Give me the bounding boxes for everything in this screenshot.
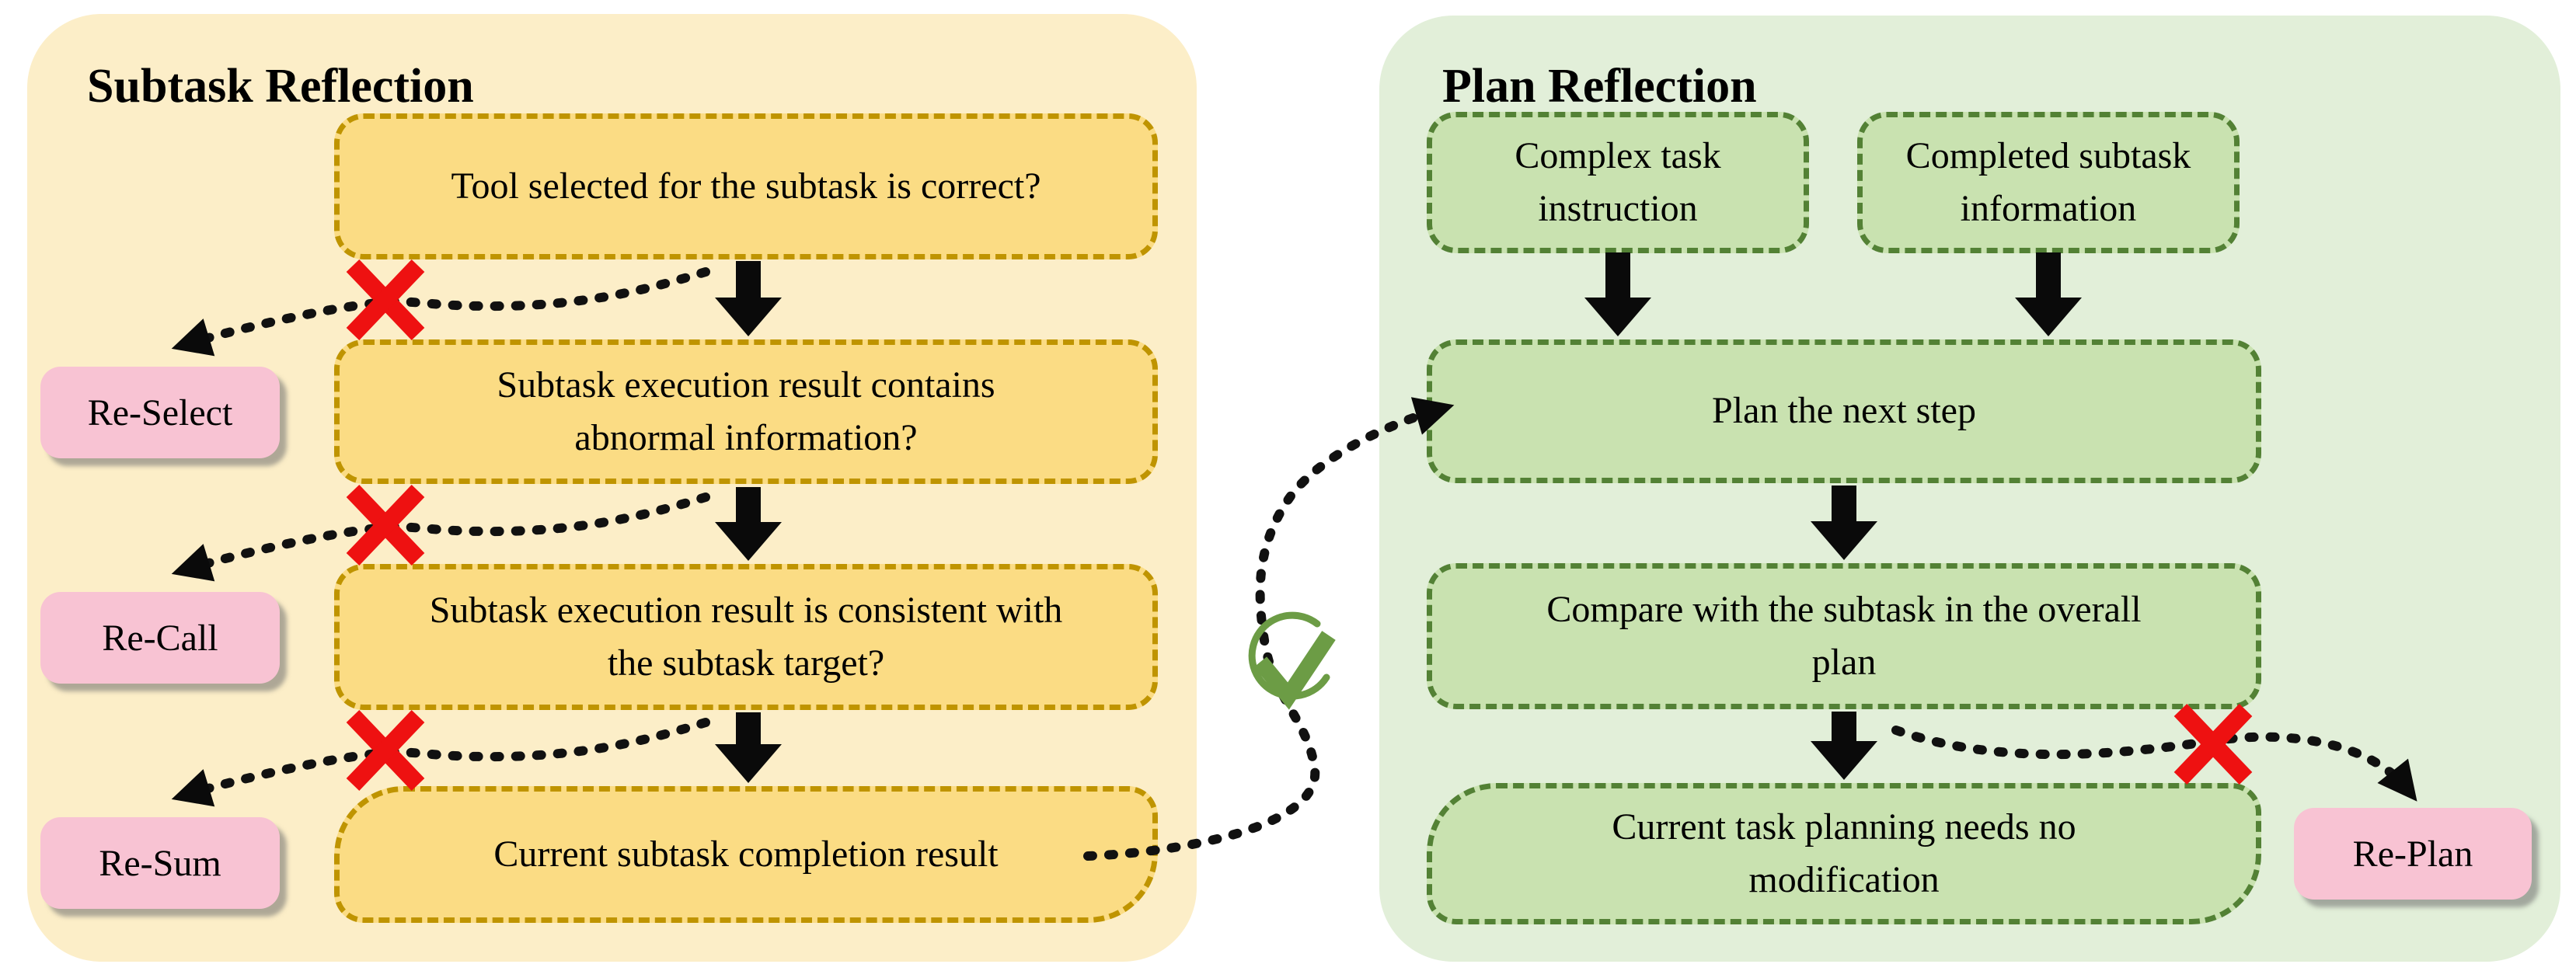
node-compare-with-overall-plan: Compare with the subtask in the overall … [1427, 563, 2261, 709]
subtask-reflection-title: Subtask Reflection [87, 60, 474, 113]
green-check-icon [1248, 611, 1336, 710]
node-consistent-with-target: Subtask execution result is consistent w… [334, 564, 1158, 710]
node-complex-task-instruction: Complex task instruction [1427, 112, 1809, 253]
node-completed-subtask-information: Completed subtask information [1857, 112, 2240, 253]
label-re-plan: Re-Plan [2294, 808, 2532, 900]
node-tool-selected-correct: Tool selected for the subtask is correct… [334, 113, 1158, 259]
node-planning-needs-no-modification: Current task planning needs no modificat… [1427, 783, 2261, 924]
plan-reflection-title: Plan Reflection [1442, 60, 1757, 113]
node-subtask-completion-result: Current subtask completion result [334, 786, 1158, 923]
node-abnormal-information: Subtask execution result contains abnorm… [334, 339, 1158, 484]
label-re-sum: Re-Sum [40, 817, 280, 909]
label-re-select: Re-Select [40, 367, 280, 458]
label-re-call: Re-Call [40, 592, 280, 684]
node-plan-next-step: Plan the next step [1427, 339, 2261, 483]
